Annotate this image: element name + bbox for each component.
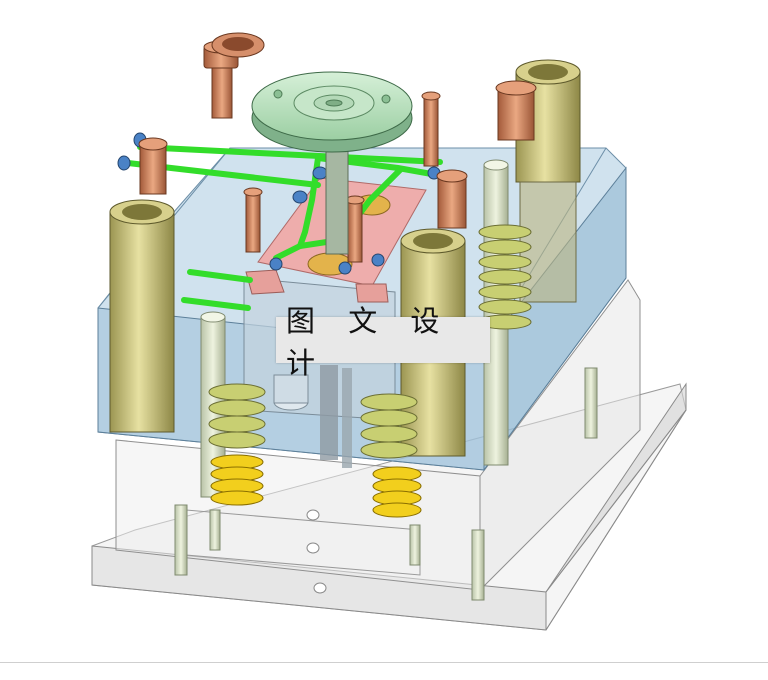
bolt-top-right — [495, 80, 537, 141]
divider — [0, 662, 768, 663]
bolt-center-left — [243, 187, 263, 253]
spring-back-right — [478, 224, 532, 330]
spring-front-right — [360, 393, 422, 518]
spring-front-left — [208, 383, 266, 506]
socket-head-bolts — [138, 32, 537, 263]
base-pins — [174, 367, 598, 601]
locating-ring — [251, 71, 413, 153]
bolt-center-right — [345, 195, 365, 263]
bolt-mid-left — [138, 137, 168, 195]
watermark-label: 图 文 设 计 — [276, 304, 490, 380]
guide-bushing-back-right — [515, 59, 581, 303]
bolt-mid-right — [436, 169, 468, 229]
bolt-top-center — [421, 91, 441, 167]
bolt-top-left — [203, 32, 265, 119]
ejector-pin-holes — [306, 509, 327, 594]
guide-bushing-front-left — [109, 199, 175, 433]
